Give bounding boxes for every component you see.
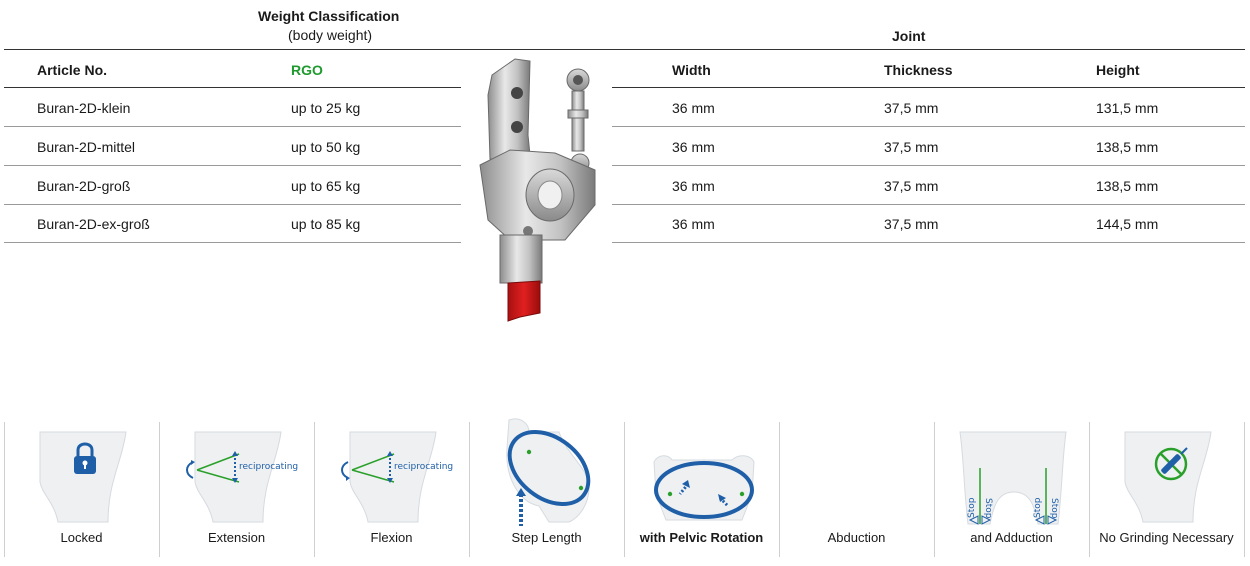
article-no: Buran-2D-mittel [37, 139, 136, 155]
row-divider [612, 242, 1245, 243]
feature-label: Extension [207, 530, 266, 545]
thickness-value: 37,5 mm [884, 178, 939, 194]
reciprocating-note: reciprocating [394, 462, 453, 472]
row-divider [4, 204, 461, 205]
width-value: 36 mm [672, 139, 715, 155]
column-thickness: Thickness [884, 62, 953, 78]
article-no: Buran-2D-klein [37, 100, 131, 116]
icon-separator [779, 422, 780, 557]
feature-label: and Adduction [970, 530, 1053, 545]
icon-separator [624, 422, 625, 557]
article-no: Buran-2D-ex-groß [37, 216, 150, 232]
lock-icon [39, 431, 127, 523]
feature-no-grinding: No Grinding Necessary [1089, 420, 1244, 560]
extension-icon: reciprocating [186, 431, 298, 523]
stop-label: Stop [1049, 498, 1059, 519]
feature-abduction: Abduction [779, 420, 934, 560]
feature-flexion: reciprocating Flexion [314, 420, 469, 560]
feature-label: No Grinding Necessary [1099, 530, 1234, 545]
feature-locked: Locked [4, 420, 159, 560]
feature-label: with Pelvic Rotation [639, 530, 764, 545]
stop-label: Stop [1033, 497, 1043, 518]
row-divider [612, 126, 1245, 127]
feature-label: Locked [60, 530, 103, 545]
row-divider [4, 165, 461, 166]
row-divider [612, 204, 1245, 205]
column-header-rule-right [612, 87, 1245, 88]
row-divider [4, 242, 461, 243]
weight-class: up to 65 kg [291, 178, 361, 194]
height-value: 144,5 mm [1096, 216, 1159, 232]
feature-extension: reciprocating Extension [159, 420, 314, 560]
width-value: 36 mm [672, 178, 715, 194]
feature-icon-strip: Locked reciprocating Extension reciproca… [4, 418, 1246, 560]
stop-label: Stop [983, 498, 993, 519]
flexion-icon: reciprocating [341, 431, 453, 523]
article-no: Buran-2D-groß [37, 178, 131, 194]
height-value: 131,5 mm [1096, 100, 1159, 116]
icon-separator [4, 422, 5, 557]
width-value: 36 mm [672, 216, 715, 232]
reciprocating-note: reciprocating [239, 462, 298, 472]
row-divider [612, 165, 1245, 166]
header-rule [4, 49, 1245, 50]
step-length-icon [506, 418, 591, 526]
no-grinding-icon [1124, 431, 1212, 523]
joint-title: Joint [892, 28, 926, 44]
icon-separator [1244, 422, 1245, 557]
thickness-value: 37,5 mm [884, 216, 939, 232]
icon-separator [934, 422, 935, 557]
feature-pelvic-rotation: with Pelvic Rotation [624, 420, 779, 560]
column-height: Height [1096, 62, 1140, 78]
icon-separator [159, 422, 160, 557]
feature-label: Abduction [827, 530, 886, 545]
weight-classification-subtitle: (body weight) [288, 27, 373, 43]
width-value: 36 mm [672, 100, 715, 116]
height-value: 138,5 mm [1096, 178, 1159, 194]
weight-class: up to 85 kg [291, 216, 361, 232]
column-article-no: Article No. [37, 62, 108, 78]
feature-adduction: Stop Stop Stop Stop and Adduction [934, 420, 1089, 560]
feature-label: Flexion [370, 530, 413, 545]
feature-step-length: Step Length [469, 418, 624, 560]
icon-separator [469, 422, 470, 557]
row-divider [4, 126, 461, 127]
weight-class: up to 25 kg [291, 100, 361, 116]
height-value: 138,5 mm [1096, 139, 1159, 155]
icon-separator [1089, 422, 1090, 557]
feature-label: Step Length [511, 530, 582, 545]
weight-class: up to 50 kg [291, 139, 361, 155]
adduction-icon: Stop Stop Stop Stop [959, 431, 1067, 525]
hip-joint-image [479, 58, 596, 322]
thickness-value: 37,5 mm [884, 139, 939, 155]
column-header-rule-left [4, 87, 461, 88]
column-width: Width [672, 62, 711, 78]
weight-classification-title: Weight Classification [258, 8, 400, 24]
pelvic-rotation-icon [653, 455, 755, 521]
stop-label: Stop [967, 497, 977, 518]
thickness-value: 37,5 mm [884, 100, 939, 116]
icon-separator [314, 422, 315, 557]
column-rgo: RGO [291, 62, 323, 78]
